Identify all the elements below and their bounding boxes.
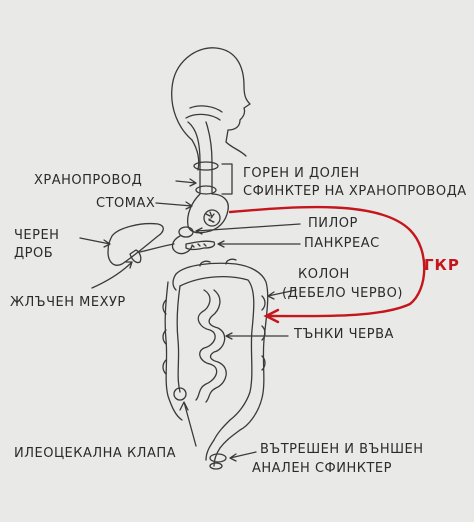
bracket-sphincter [221,163,233,195]
label-pylorus: ПИЛОР [308,216,358,231]
label-gallbladder: ЖЛЪЧЕН МЕХУР [10,295,126,310]
lower-sphincter [195,185,217,195]
neck-back [191,139,200,171]
label-pancreas: ПАНКРЕАС [304,236,380,251]
arrow-gallbladder [91,261,133,289]
arrow-stomach [155,201,193,210]
label-stomach: СТОМАХ [96,196,156,211]
upper-sphincter [193,161,219,171]
label-anal-line1: ВЪТРЕШЕН И ВЪНШЕН [260,442,424,457]
arrow-small-intestine [225,332,289,340]
arrow-anal [229,451,257,462]
label-small-intestine: ТЪНКИ ЧЕРВА [294,327,394,342]
anal-sphincter [209,453,227,463]
label-gerd: ГКР [424,256,460,274]
ileocecal-valve [173,387,187,401]
arrow-pancreas [217,240,301,248]
liver-shape [107,222,164,266]
mouth-cavity [189,105,223,113]
label-colon-line1: КОЛОН [298,267,350,282]
label-sphincter-line2: СФИНКТЕР НА ХРАНОПРОВОДА [243,184,467,199]
pylorus-ring [178,226,194,238]
arrow-colon [267,289,297,300]
label-liver-line2: ДРОБ [14,246,54,261]
label-anal-line2: АНАЛЕН СФИНКТЕР [252,461,392,476]
arrow-ileocecal [179,401,197,447]
label-liver-line1: ЧЕРЕН [14,228,60,243]
label-ileocecal-valve: ИЛЕОЦЕКАЛНА КЛАПА [14,446,177,461]
gallbladder-shape [129,249,142,264]
label-colon-line2: (ДЕБЕЛО ЧЕРВО) [282,286,403,301]
gerd-arrow [228,205,426,324]
arrow-pylorus [195,223,301,235]
rectum [213,447,221,467]
colon-outline [175,262,269,449]
label-esophagus: ХРАНОПРОВОД [34,173,143,188]
arrow-liver [79,237,111,248]
small-intestine [195,289,218,401]
label-sphincter-line1: ГОРЕН И ДОЛЕН [243,166,360,181]
stomach-outline [186,193,229,234]
pancreas-shape [185,240,216,251]
stomach-content [203,209,221,227]
arrow-esophagus [175,178,197,187]
head-outline [171,47,251,157]
